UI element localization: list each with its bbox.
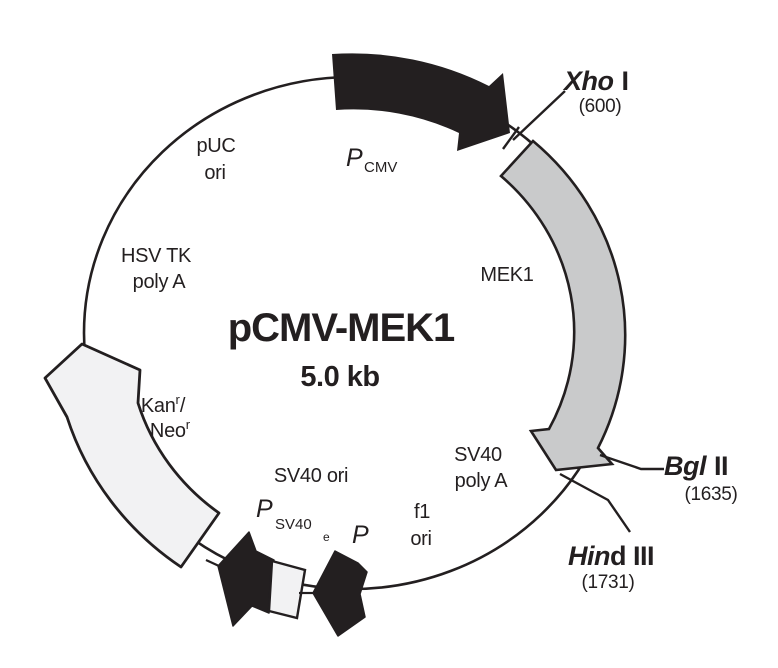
plasmid-size: 5.0 kb xyxy=(300,361,379,393)
kan-neo-slash: / xyxy=(180,395,186,417)
hsv-tk-polya-label-line2: poly A xyxy=(133,271,187,293)
pcmv-label-subscript: CMV xyxy=(364,159,397,176)
puc-ori-label-line2: ori xyxy=(204,162,225,184)
xhoi-position-label: (600) xyxy=(579,96,622,117)
backbone-connector-left xyxy=(205,559,220,567)
f1-ori-label-line2: ori xyxy=(410,528,431,550)
psv40e-label-subsubscript: e xyxy=(323,530,330,544)
pcmv-label-p: P xyxy=(346,144,363,172)
sv40-ori-box xyxy=(267,559,307,620)
hsv-tk-polya-label-line1: HSV TK xyxy=(121,245,192,267)
bglii-leader-line xyxy=(599,453,664,471)
hindiii-enzyme-roman: d III xyxy=(610,541,654,571)
mek1-gene-arrow xyxy=(499,139,627,472)
psv40e-label-subscript: SV40 xyxy=(275,516,312,533)
p-promoter-label: P xyxy=(352,521,369,549)
plasmid-title: pCMV-MEK1 xyxy=(228,306,455,350)
pcmv-promoter-arrow xyxy=(332,53,510,151)
psv40e-label-p: P xyxy=(256,495,273,523)
neo-text: Neo xyxy=(150,420,186,442)
bglii-position-label: (1635) xyxy=(684,484,737,505)
bglii-enzyme-roman: II xyxy=(714,451,728,481)
hindiii-enzyme-italic: Hin xyxy=(568,541,610,571)
mek1-label: MEK1 xyxy=(480,264,533,286)
sv40-polya-label-line2: poly A xyxy=(455,470,509,492)
xhoi-site-tick xyxy=(502,126,520,150)
kan-neo-label-line1: Kanr/ xyxy=(141,392,186,417)
puc-ori-label-line1: pUC xyxy=(196,135,235,157)
f1-ori-label-line1: f1 xyxy=(414,501,430,523)
hindiii-position-label: (1731) xyxy=(581,572,634,593)
psv40e-promoter-arrow xyxy=(217,531,275,627)
p-promoter-arrow xyxy=(312,550,368,637)
xhoi-enzyme-italic: Xho xyxy=(562,66,614,96)
neo-superscript-r: r xyxy=(186,417,191,432)
kan-neo-label-line2: Neor xyxy=(150,417,191,442)
xhoi-enzyme-roman: I xyxy=(622,66,629,96)
xhoi-leader-line xyxy=(512,90,566,141)
kan-superscript-r: r xyxy=(176,392,181,407)
hindiii-leader-line xyxy=(559,472,631,533)
sv40-polya-label-line1: SV40 xyxy=(454,444,502,466)
bglii-enzyme-italic: Bgl xyxy=(664,451,707,481)
xhoi-site-label: Xho I xyxy=(562,66,629,96)
sv40-ori-label: SV40 ori xyxy=(274,465,348,487)
kan-neo-resistance-arrow xyxy=(43,342,221,569)
hindiii-site-label: Hind III xyxy=(568,541,654,571)
kan-text: Kan xyxy=(141,395,176,417)
